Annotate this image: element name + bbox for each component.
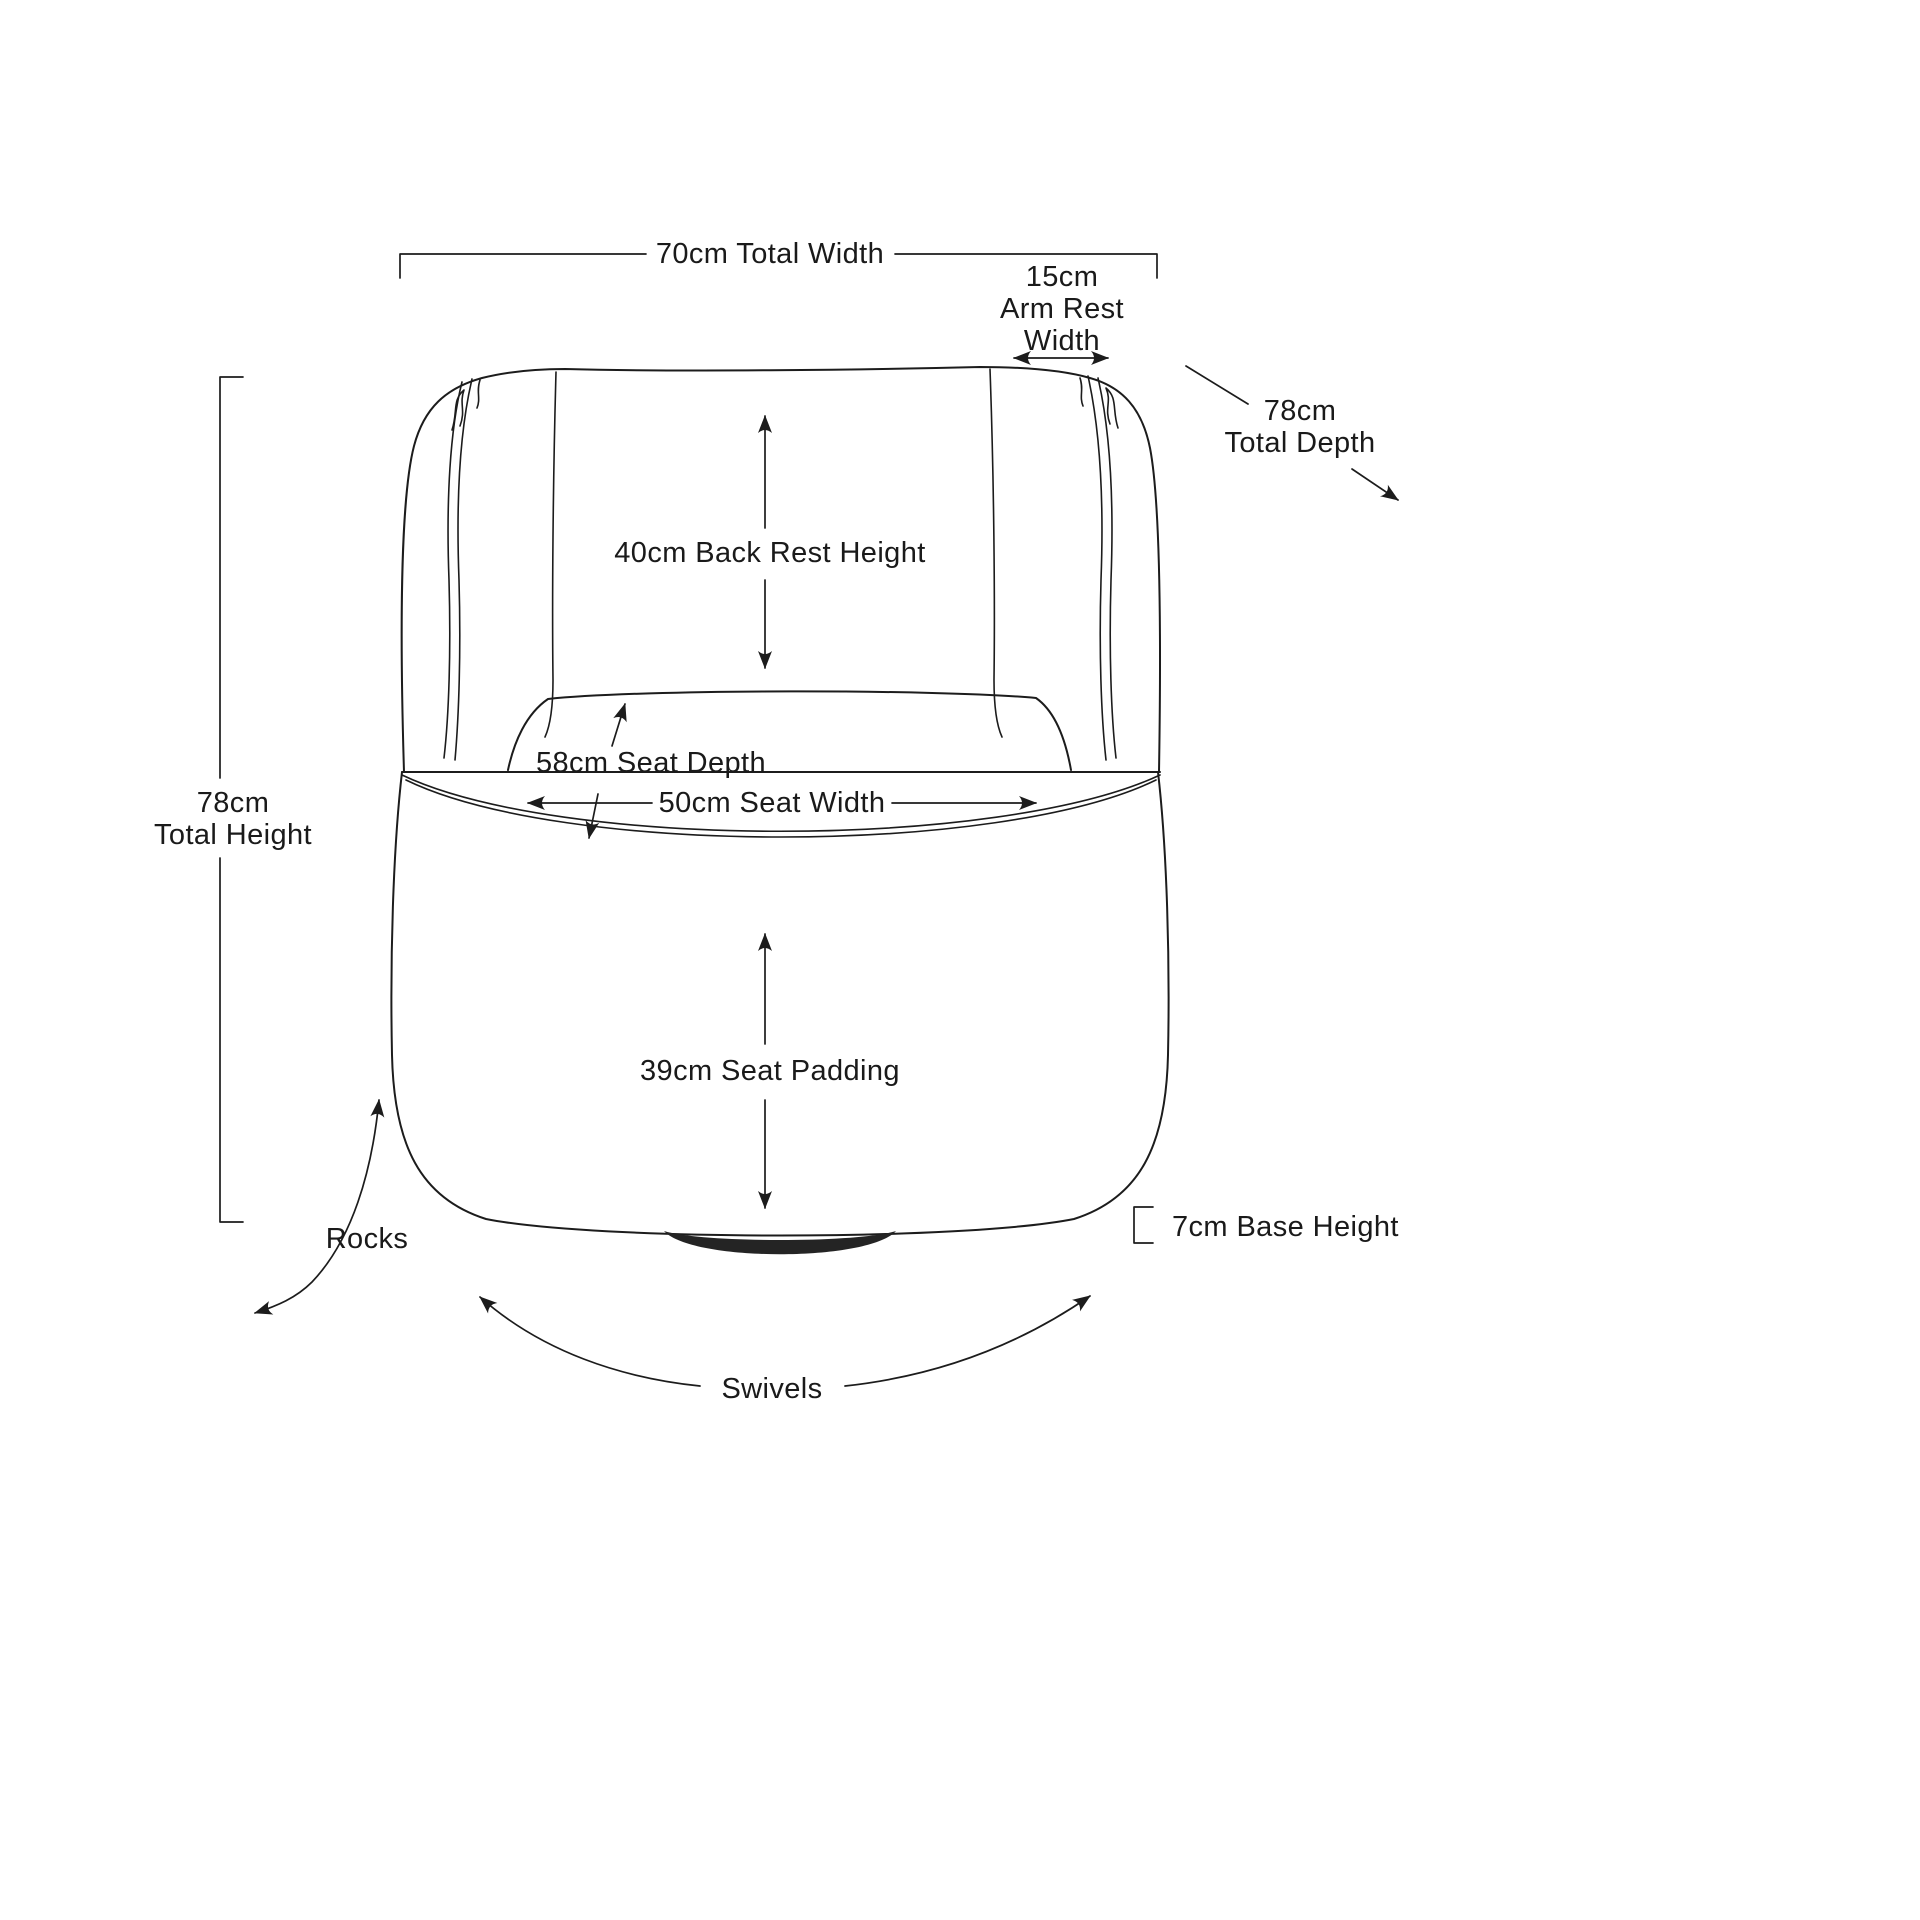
right-fold-detail [1105,387,1119,429]
total-width-label: 70cm Total Width [656,238,884,270]
total-depth-leader-upper [1185,365,1249,405]
total-height-label-line2: Total Height [154,819,312,851]
seat-front-lip [401,774,1161,832]
right-fold-detail-2 [1079,377,1084,407]
total-height-dimension: 78cm Total Height [154,376,312,1223]
total-depth-dimension: 78cm Total Depth [1185,365,1399,501]
swivel-base [664,1231,896,1255]
left-fold-detail [451,389,465,431]
right-arm-seam [1097,377,1117,759]
total-depth-label-line1: 78cm [1264,395,1337,427]
left-fold-detail-2 [476,379,481,409]
arm-rest-width-dimension: 15cm Arm Rest Width [1000,261,1124,365]
seat-depth-label: 58cm Seat Depth [536,747,766,779]
back-panel-right-edge [989,368,1003,738]
swivels-feature: Swivels [479,1295,1091,1405]
seat-depth-dimension: 58cm Seat Depth [536,703,766,839]
arm-rest-width-label-line3: Width [1024,325,1100,357]
base-height-bracket [1133,1206,1154,1244]
right-arm-seam-inner [1087,375,1107,761]
rocks-arrow [254,1099,385,1315]
seat-front-lip-2 [405,779,1157,838]
rocks-feature: Rocks [254,1099,409,1315]
chair-lower-body [390,771,1170,1237]
arm-rest-width-label-line2: Arm Rest [1000,293,1124,325]
total-depth-label-line2: Total Depth [1224,427,1375,459]
seat-cushion [507,690,1072,771]
arm-rest-width-label-line1: 15cm [1026,261,1099,293]
seat-padding-label: 39cm Seat Padding [640,1055,900,1087]
dimension-annotations: 70cm Total Width 15cm Arm Rest Width 78c… [154,238,1399,1405]
total-width-dimension: 70cm Total Width [399,238,1158,279]
chair-back-outline [400,366,1162,773]
seat-width-dimension: 50cm Seat Width [527,787,1037,819]
chair-drawing [390,366,1170,1255]
total-width-bracket [399,253,1158,279]
total-height-label-line1: 78cm [197,787,270,819]
back-rest-height-label: 40cm Back Rest Height [614,537,925,569]
total-height-bracket [219,376,244,1223]
left-arm-seam-inner [454,378,473,761]
swivels-arrow-right [844,1295,1091,1387]
base-height-dimension: 7cm Base Height [1133,1206,1399,1244]
left-arm-seam [443,381,463,759]
back-rest-height-dimension: 40cm Back Rest Height [614,415,925,669]
total-depth-leader-lower [1351,468,1399,501]
seat-depth-arrow-lower [585,793,600,839]
back-panel-left-edge [544,371,557,738]
seat-depth-arrow-upper [611,703,627,747]
seat-padding-dimension: 39cm Seat Padding [640,933,900,1209]
seat-width-label: 50cm Seat Width [659,787,886,819]
swivels-label: Swivels [721,1373,822,1405]
rocks-label: Rocks [326,1223,409,1255]
base-height-label: 7cm Base Height [1172,1211,1399,1243]
swivels-arrow-left [479,1296,701,1387]
